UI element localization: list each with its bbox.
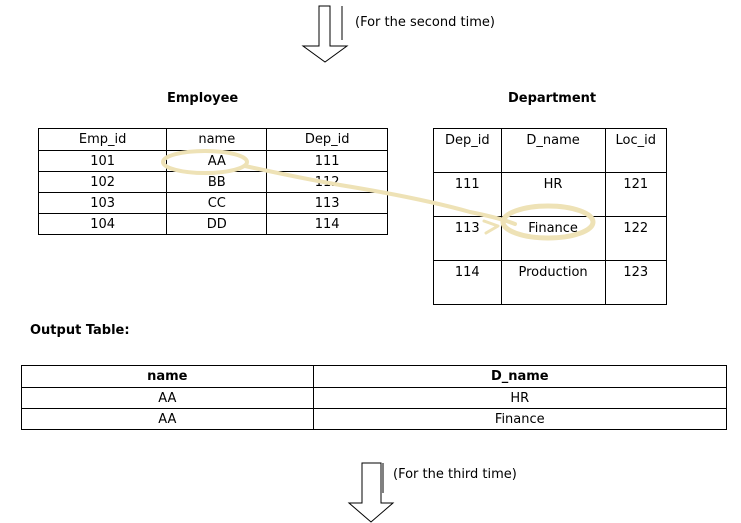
table-cell: 114: [433, 260, 502, 305]
employee-table: Emp_id name Dep_id 101 AA 111 102 BB 112…: [37, 128, 388, 235]
column-header: name: [21, 365, 314, 388]
top-arrow-label: (For the second time): [355, 15, 495, 30]
table-cell: 123: [604, 260, 668, 305]
highlight-circle-finance: [500, 203, 596, 241]
bottom-arrow-label: (For the third time): [393, 467, 517, 482]
table-row: 114 Production 123: [433, 260, 668, 305]
table-cell: 104: [37, 213, 168, 235]
column-header: Loc_id: [604, 128, 668, 173]
table-cell: Finance: [312, 408, 728, 430]
table-row: 104 DD 114: [37, 213, 388, 235]
table-cell: 114: [266, 213, 388, 235]
highlight-circle-aa: [161, 149, 249, 175]
table-row: 102 BB 112: [37, 171, 388, 193]
down-arrow-top-icon: [301, 5, 349, 63]
table-cell: Production: [500, 260, 606, 305]
table-header-row: name D_name: [21, 365, 728, 388]
department-title: Department: [508, 91, 597, 106]
table-cell: 102: [37, 171, 168, 193]
table-row: AA Finance: [21, 408, 728, 430]
down-arrow-bottom-icon: [347, 462, 395, 523]
table-cell: DD: [166, 213, 268, 235]
table-row: AA HR: [21, 387, 728, 409]
department-table: Dep_id D_name Loc_id 111 HR 121 113 Fina…: [433, 128, 668, 305]
highlight-arrowhead: [482, 219, 500, 235]
column-header: D_name: [500, 128, 606, 173]
highlight-connector: [243, 164, 517, 226]
output-table: name D_name AA HR AA Finance: [21, 365, 728, 430]
employee-title: Employee: [167, 91, 239, 106]
output-table-title: Output Table:: [30, 323, 130, 338]
table-cell: 121: [604, 172, 668, 217]
